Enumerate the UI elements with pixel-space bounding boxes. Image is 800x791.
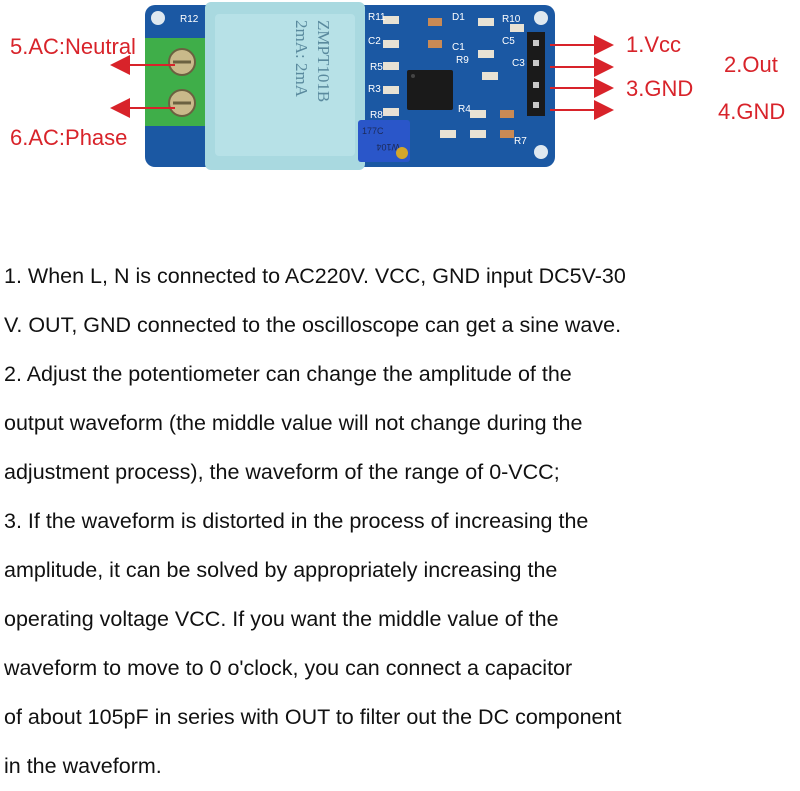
- instruction-line-5: adjustment process), the waveform of the…: [4, 460, 560, 484]
- smd-part: [428, 18, 442, 26]
- instruction-line-7: amplitude, it can be solved by appropria…: [4, 558, 558, 582]
- module-diagram-svg: ZMPT101B 2mA: 2mA 177C W104: [10, 2, 785, 170]
- silk-r4: R4: [458, 104, 471, 115]
- instruction-line-10: of about 105pF in series with OUT to fil…: [4, 705, 622, 729]
- silk-r10: R10: [502, 14, 521, 25]
- instruction-line-8: operating voltage VCC. If you want the m…: [4, 607, 559, 631]
- instruction-line-9: waveform to move to 0 o'clock, you can c…: [4, 656, 573, 680]
- op-amp-chip: [407, 70, 453, 110]
- silk-r3: R3: [368, 84, 381, 95]
- transformer-rating-label: 2mA: 2mA: [292, 20, 311, 98]
- silk-r5: R5: [370, 62, 383, 73]
- silkscreen-labels: R12 R11 D1 R10 C5 C2 C1 R9 C3 R5 R3 R4 R…: [180, 12, 527, 147]
- header-pin-4: [533, 102, 539, 108]
- smd-part: [383, 16, 399, 24]
- silk-c2: C2: [368, 36, 381, 47]
- mount-hole-bottom-right: [534, 145, 548, 159]
- smd-part: [440, 130, 456, 138]
- silk-r8: R8: [370, 110, 383, 121]
- transformer-model-label: ZMPT101B: [314, 20, 333, 102]
- instruction-line-6: 3. If the waveform is distorted in the p…: [4, 509, 589, 533]
- instruction-line-4: output waveform (the middle value will n…: [4, 411, 583, 435]
- silk-c1: C1: [452, 42, 465, 53]
- smd-part: [510, 24, 524, 32]
- instruction-line-3: 2. Adjust the potentiometer can change t…: [4, 362, 572, 386]
- pot-code-label: W104: [376, 142, 400, 152]
- pin-header: [527, 32, 545, 116]
- silk-r12: R12: [180, 14, 199, 25]
- pot-top-label: 177C: [362, 126, 384, 136]
- module-diagram: ZMPT101B 2mA: 2mA 177C W104: [0, 0, 800, 210]
- silk-r9: R9: [456, 55, 469, 66]
- instruction-line-2: V. OUT, GND connected to the oscilloscop…: [4, 313, 622, 337]
- smd-part: [383, 40, 399, 48]
- header-pin-2: [533, 60, 539, 66]
- smd-part: [482, 72, 498, 80]
- op-amp-pin1-dot: [411, 74, 415, 78]
- transformer-face: [215, 14, 355, 156]
- silk-r7: R7: [514, 136, 527, 147]
- silk-c3: C3: [512, 58, 525, 69]
- header-pin-1: [533, 40, 539, 46]
- silk-r11: R11: [368, 12, 386, 23]
- pin-label-phase: 6.AC:Phase: [10, 125, 127, 150]
- instruction-line-11: in the waveform.: [4, 754, 162, 778]
- pin-label-gnd1: 3.GND: [626, 76, 693, 101]
- smd-components: [383, 16, 524, 138]
- smd-part: [478, 18, 494, 26]
- smd-part: [470, 110, 486, 118]
- pin-label-neutral: 5.AC:Neutral: [10, 34, 136, 59]
- smd-part: [500, 130, 514, 138]
- header-pin-3: [533, 82, 539, 88]
- pin-label-out: 2.Out: [724, 52, 778, 77]
- smd-part: [428, 40, 442, 48]
- pin-label-vcc: 1.Vcc: [626, 32, 681, 57]
- instructions-text: 1. When L, N is connected to AC220V. VCC…: [4, 252, 800, 791]
- instruction-line-1: 1. When L, N is connected to AC220V. VCC…: [4, 264, 626, 288]
- pot-adjust-screw: [396, 147, 408, 159]
- smd-part: [383, 108, 399, 116]
- smd-part: [470, 130, 486, 138]
- pin-label-gnd2: 4.GND: [718, 99, 785, 124]
- smd-part: [478, 50, 494, 58]
- smd-part: [500, 110, 514, 118]
- smd-part: [383, 86, 399, 94]
- silk-d1: D1: [452, 12, 465, 23]
- mount-hole-top-right: [534, 11, 548, 25]
- mount-hole-top-left: [151, 11, 165, 25]
- smd-part: [383, 62, 399, 70]
- silk-c5: C5: [502, 36, 515, 47]
